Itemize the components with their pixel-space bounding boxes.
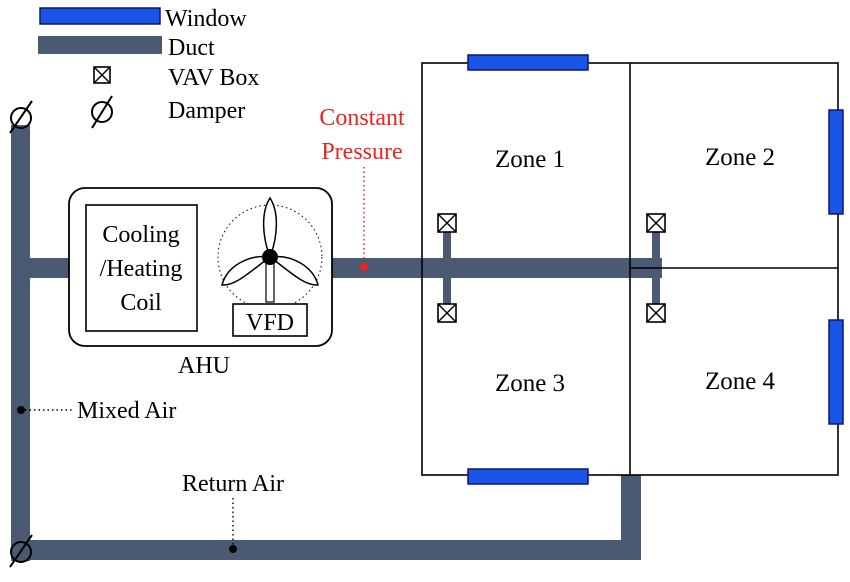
top-damper-icon: [9, 100, 33, 134]
zone-4-label: Zone 4: [705, 368, 776, 395]
legend-damper-icon: [91, 95, 113, 129]
window-zone1-top: [467, 54, 589, 71]
ahu-label: AHU: [178, 353, 230, 379]
constant-pressure-label-line2: Pressure: [321, 139, 402, 165]
vfd-label: VFD: [246, 310, 294, 336]
zone-3-label: Zone 3: [495, 370, 565, 397]
return-duct-riser: [621, 475, 641, 560]
branch-duct-zone4: [652, 276, 660, 304]
legend-vav-box-icon: [93, 66, 111, 84]
vav-box-zone2-icon: [646, 213, 666, 233]
building-zones: Zone 1 Zone 2 Zone 3 Zone 4: [421, 54, 844, 485]
bottom-damper-icon: [9, 534, 33, 568]
legend-duct-label: Duct: [168, 35, 215, 61]
window-zone3-bottom: [467, 468, 589, 485]
branch-duct-zone3: [443, 276, 451, 304]
constant-pressure-label-line1: Constant: [319, 105, 405, 131]
vfd-box: [232, 303, 308, 337]
legend: Window Duct VAV Box Damper: [38, 6, 259, 129]
mixed-air-label: Mixed Air: [77, 398, 176, 424]
constant-pressure-sensor-dot: [360, 263, 368, 271]
window-zone2-right: [828, 109, 844, 215]
coil-label-line2: /Heating: [100, 256, 183, 282]
legend-duct-swatch: [38, 36, 162, 54]
ahu-inlet-duct: [11, 258, 69, 278]
legend-vav-box-label: VAV Box: [168, 65, 259, 91]
duct-network: [11, 125, 662, 561]
return-air-dot: [229, 545, 237, 553]
supply-duct: [330, 258, 662, 278]
coil-label-line1: Cooling: [102, 222, 179, 248]
legend-window-label: Window: [165, 6, 247, 32]
coil-box: [85, 204, 198, 332]
branch-duct-zone1: [443, 232, 451, 260]
coil-label-line3: Coil: [120, 290, 162, 316]
window-zone4-right: [828, 319, 844, 425]
return-duct-bottom: [11, 540, 641, 560]
legend-window-swatch: [39, 7, 161, 25]
zone-1-label: Zone 1: [495, 146, 565, 173]
zone-2-label: Zone 2: [705, 144, 775, 171]
vav-box-zone4-icon: [646, 303, 666, 323]
legend-damper-label: Damper: [168, 98, 245, 124]
vav-box-zone1-icon: [437, 213, 457, 233]
mixed-air-dot: [17, 406, 25, 414]
branch-duct-zone2: [652, 232, 660, 260]
air-handling-unit: Cooling /Heating Coil VFD: [68, 187, 333, 347]
return-air-label: Return Air: [182, 471, 284, 497]
vav-box-zone3-icon: [437, 303, 457, 323]
left-vertical-duct: [11, 125, 30, 561]
